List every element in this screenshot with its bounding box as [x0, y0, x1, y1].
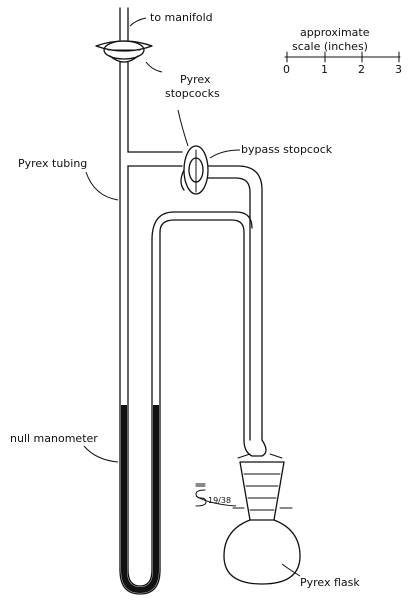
flask-line	[207, 165, 263, 441]
leader-null-manometer	[83, 445, 119, 463]
scale-tick-label-2: 2	[358, 63, 365, 76]
scale-tick-label-1: 1	[321, 63, 328, 76]
leader-pyrex-flask	[281, 563, 301, 577]
manometer-return-loop	[151, 211, 253, 441]
manometer-u-bend	[119, 569, 161, 595]
label-joint-size: 19/38	[208, 496, 231, 505]
label-null-manometer: null manometer	[10, 432, 98, 445]
label-stopcocks: stopcocks	[165, 87, 220, 100]
flask-joint	[232, 439, 293, 521]
manometer-left-column	[119, 61, 129, 571]
joint-symbol-bar	[195, 483, 206, 487]
bypass-line	[127, 151, 183, 167]
label-pyrex-flask: Pyrex flask	[300, 576, 360, 589]
bypass-stopcock	[180, 145, 209, 195]
manometer-right-column	[151, 231, 161, 571]
scale-tick-label-3: 3	[395, 63, 402, 76]
manifold-inlet-tube	[119, 7, 129, 41]
standard-taper-icon	[195, 489, 207, 507]
leader-to-manifold	[129, 17, 147, 27]
label-pyrex: Pyrex	[180, 73, 211, 86]
scale-tick-label-0: 0	[283, 63, 290, 76]
mercury-right	[153, 405, 159, 570]
scale-bar: approximate scale (inches) 0 1 2 3	[283, 26, 402, 76]
top-stopcock	[95, 40, 153, 63]
leader-pyrex-tubing	[85, 171, 119, 201]
leader-stopcocks-top	[145, 61, 163, 73]
pyrex-flask-body	[223, 519, 301, 585]
leader-stopcocks-bypass	[177, 109, 189, 147]
scale-title-line2: scale (inches)	[292, 40, 368, 53]
label-to-manifold: to manifold	[150, 11, 213, 24]
label-pyrex-tubing: Pyrex tubing	[18, 157, 87, 170]
leader-lines	[83, 17, 301, 577]
scale-title-line1: approximate	[300, 26, 370, 39]
leader-bypass-stopcock	[209, 149, 241, 159]
mercury-left	[121, 405, 127, 570]
joint-symbol-group: 19/38	[195, 483, 231, 507]
label-bypass-stopcock: bypass stopcock	[241, 143, 333, 156]
